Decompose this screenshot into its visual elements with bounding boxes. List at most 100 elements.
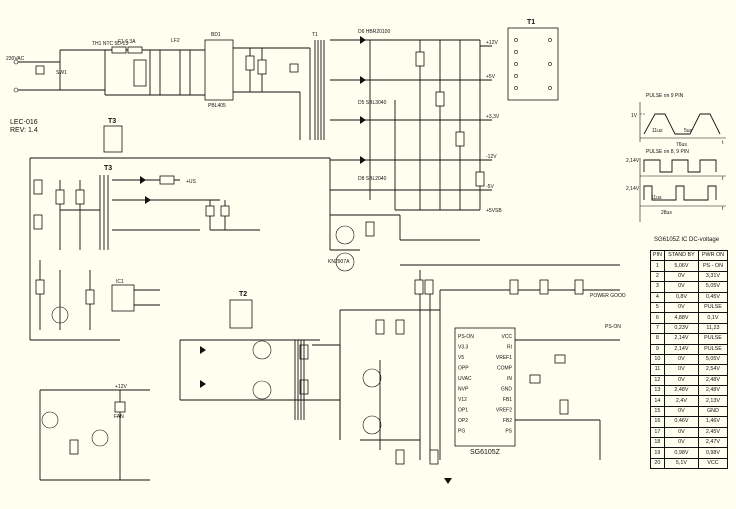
power-good-label: POWER GOOD bbox=[590, 293, 626, 299]
ic-name-label: SG6105Z bbox=[470, 449, 500, 456]
table-cell: 4,88V bbox=[663, 312, 699, 324]
ic-pin-left: NVP bbox=[458, 387, 469, 393]
table-cell: 3 bbox=[650, 281, 665, 293]
ic-pin-left: V3.3 bbox=[458, 345, 469, 351]
dc-table-caption: SG6105Z IC DC-voltage bbox=[654, 237, 720, 243]
t1-connector: T1 bbox=[507, 19, 559, 101]
ic-pin-left: OP2 bbox=[458, 418, 468, 424]
svg-text:IC1: IC1 bbox=[116, 279, 124, 285]
pulse-waveform-pin9: PULSE on 9 PIN 1V 11us 5us 76us t bbox=[631, 93, 726, 148]
ic-pin-right: VREF1 bbox=[496, 355, 512, 361]
fan-section: FAN +12V bbox=[39, 384, 150, 481]
table-cell: 5,05V bbox=[697, 353, 729, 366]
table-cell: 18 bbox=[650, 437, 665, 449]
ic-pin-right: PS bbox=[505, 429, 512, 435]
rail-m12v: -12V bbox=[486, 154, 497, 160]
ic-pin-right: FB1 bbox=[503, 397, 512, 403]
table-cell: PS - ON bbox=[697, 260, 729, 272]
table-cell: 0V bbox=[663, 426, 699, 439]
board-revision: REV: 1.4 bbox=[10, 127, 38, 134]
rail-5v: +5V bbox=[486, 74, 496, 80]
table-cell: 0,98V bbox=[697, 447, 729, 459]
table-cell: 0V bbox=[663, 405, 699, 418]
fuse-label: F1 6,3A bbox=[118, 39, 136, 45]
table-cell: PULSE bbox=[697, 301, 729, 314]
output-filters bbox=[394, 39, 485, 211]
ic-pin-left: V5 bbox=[458, 355, 464, 361]
table-cell: 0V bbox=[663, 270, 699, 283]
table-cell: GND bbox=[697, 405, 729, 418]
table-cell: 2,13V bbox=[697, 395, 729, 407]
ic-pin-right: RI bbox=[507, 345, 512, 351]
rail-m5v: -5V bbox=[486, 184, 494, 190]
d-top-label: D6 HBR20100 bbox=[358, 29, 390, 35]
dc-table-header: PIN bbox=[650, 249, 665, 262]
pulse2-axis-t-b: t bbox=[722, 206, 724, 212]
table-cell: 6 bbox=[650, 312, 665, 324]
table-cell: 0,46V bbox=[663, 416, 699, 428]
rail-5vsb: +5VSB bbox=[486, 208, 502, 214]
table-cell: 2,47V bbox=[697, 437, 729, 449]
table-cell: 12 bbox=[650, 374, 665, 387]
pulse-t1: 11us bbox=[652, 128, 663, 134]
dc-table-header: STAND BY bbox=[663, 249, 699, 262]
ic-pin-left: PS-ON bbox=[458, 334, 474, 340]
d-low-label: D8 SBL2040 bbox=[358, 176, 387, 182]
table-cell: 0V bbox=[663, 437, 699, 449]
pulse-period2: 28us bbox=[661, 210, 672, 216]
driver-section: T2 bbox=[179, 291, 341, 440]
rail-12v: +12V bbox=[486, 40, 498, 46]
table-cell: 20 bbox=[650, 457, 665, 470]
t1-label: T1 bbox=[527, 19, 535, 26]
table-cell: 16 bbox=[650, 416, 665, 428]
vcc12-label: +12V bbox=[115, 384, 127, 390]
table-cell: 9 bbox=[650, 343, 665, 355]
feedback-section bbox=[339, 309, 452, 484]
main-transformer-primary: T1 bbox=[275, 32, 325, 140]
table-cell: 0V bbox=[663, 281, 699, 293]
table-cell: 3,31V bbox=[697, 270, 729, 283]
table-cell: 2,4V bbox=[663, 395, 699, 407]
table-cell: 8 bbox=[650, 333, 665, 345]
pulse-amp-a: 2,14V bbox=[626, 158, 640, 164]
ic-pin-left: OP1 bbox=[458, 408, 468, 414]
table-cell: 1,46V bbox=[697, 416, 729, 428]
table-cell: PULSE bbox=[697, 333, 729, 345]
board-model: LEC-016 bbox=[10, 119, 38, 126]
standby-regulator: KN2907A bbox=[328, 158, 480, 272]
table-cell: 2 bbox=[650, 270, 665, 283]
table-cell: 0V bbox=[663, 364, 699, 376]
svg-text:T1: T1 bbox=[312, 32, 318, 38]
table-cell: 0,45V bbox=[697, 291, 729, 303]
pulse-period: 76us bbox=[676, 142, 687, 148]
table-cell: 0,98V bbox=[663, 447, 699, 459]
pulse2-axis-t-a: t bbox=[722, 176, 724, 182]
switch-label: SW1 bbox=[56, 70, 67, 76]
pulse2-t1: 11us bbox=[651, 195, 662, 201]
svg-text:T3: T3 bbox=[108, 118, 116, 125]
table-cell: 2,54V bbox=[697, 364, 729, 376]
table-cell: 19 bbox=[650, 447, 665, 459]
ic-pin-labels: PS-ONV3.3V5OPPUVACNVPV12OP1OP2PGVCCRIVRE… bbox=[458, 334, 513, 435]
ps-on-label: PS-ON bbox=[605, 324, 621, 330]
table-cell: 0,8V bbox=[663, 291, 699, 303]
table-cell: 5,1V bbox=[663, 457, 699, 470]
ic-pin-right: VCC bbox=[501, 334, 512, 340]
dc-table-header-row: PIN STAND BY PWR ON bbox=[650, 249, 729, 262]
pulse-pin9-caption: PULSE on 9 PIN bbox=[646, 93, 684, 99]
ic-pin-right: FB2 bbox=[503, 418, 512, 424]
